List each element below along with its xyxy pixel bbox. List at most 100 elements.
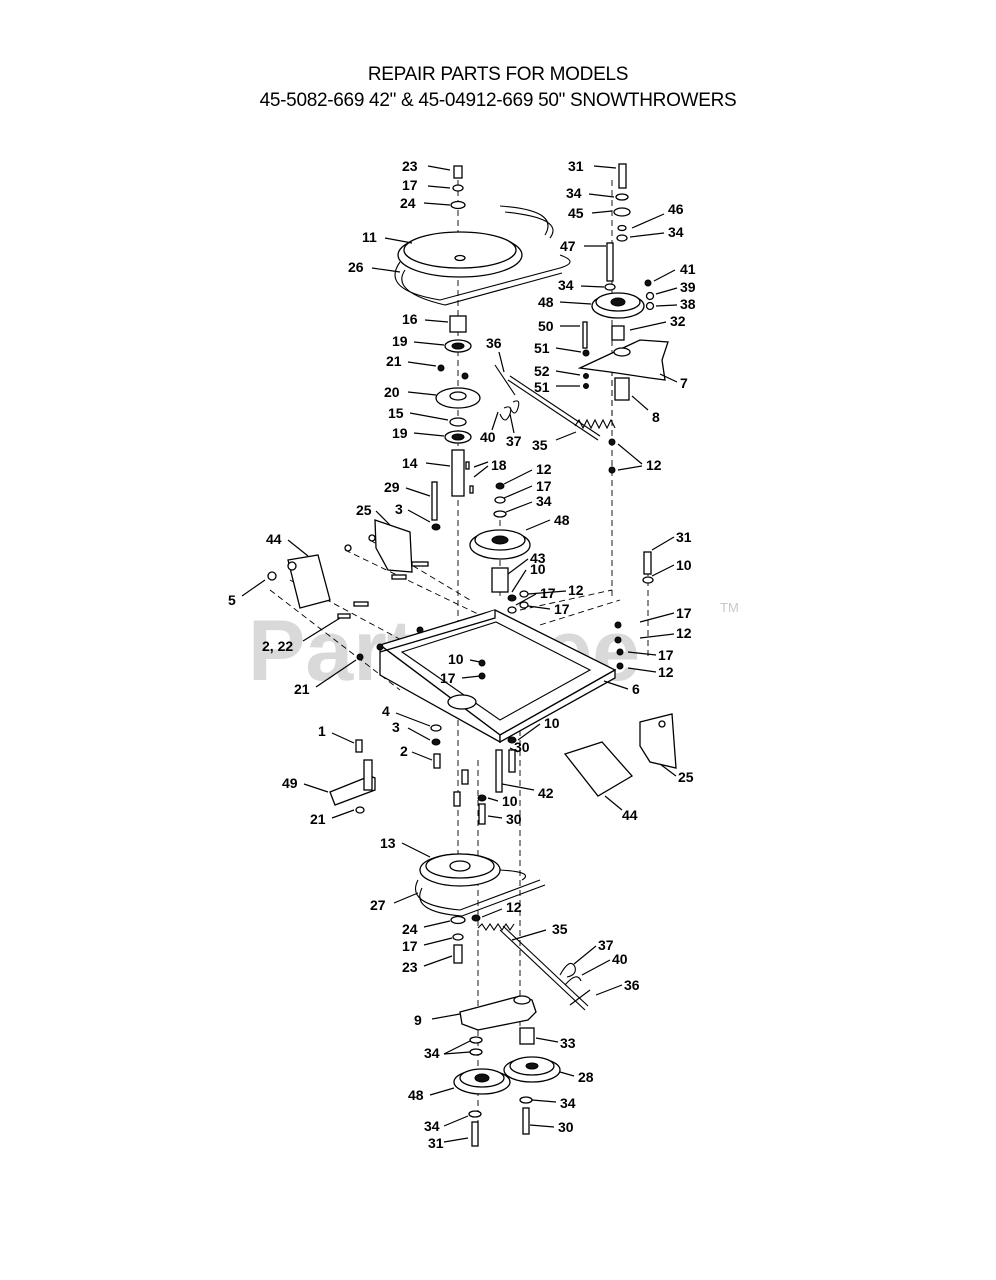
- callout-label: 31: [568, 158, 584, 174]
- center-idler: [469, 482, 531, 614]
- callout-label: 17: [676, 605, 692, 621]
- callout-label: 30: [506, 811, 522, 827]
- callout-label: 40: [480, 429, 496, 445]
- callout-label: 25: [678, 769, 694, 785]
- callout-label: 17: [536, 478, 552, 494]
- top-pulley-assembly: [394, 205, 571, 306]
- callout-label: 17: [658, 647, 674, 663]
- callout-label: 12: [568, 582, 584, 598]
- callout-label: 32: [670, 313, 686, 329]
- callout-label: 34: [566, 185, 582, 201]
- bottom-idler-bracket: [453, 995, 561, 1147]
- callout-label: 23: [402, 158, 418, 174]
- callout-label: 38: [680, 296, 696, 312]
- callout-label: 29: [384, 479, 400, 495]
- callout-label: 44: [266, 531, 282, 547]
- callout-label: 48: [538, 294, 554, 310]
- callout-label: 31: [428, 1135, 444, 1151]
- callout-label: 21: [386, 353, 402, 369]
- callout-label: 42: [538, 785, 554, 801]
- callout-label: 10: [676, 557, 692, 573]
- left-bracket-parts: [267, 481, 441, 661]
- callout-label: 34: [536, 493, 552, 509]
- callout-label: 12: [646, 457, 662, 473]
- callout-label: 19: [392, 425, 408, 441]
- callout-label: 36: [624, 977, 640, 993]
- callout-label: 12: [658, 664, 674, 680]
- callout-label: 10: [448, 651, 464, 667]
- callout-label: 24: [402, 921, 418, 937]
- callout-label: 41: [680, 261, 696, 277]
- callout-label: 30: [514, 739, 530, 755]
- callout-label: 16: [402, 311, 418, 327]
- callout-label: 17: [554, 601, 570, 617]
- callout-label: 15: [388, 405, 404, 421]
- callout-label: 21: [310, 811, 326, 827]
- callout-label: 34: [424, 1118, 440, 1134]
- callout-label: 17: [540, 585, 556, 601]
- callout-label: 37: [506, 433, 522, 449]
- callout-label: 20: [384, 384, 400, 400]
- callout-label: 7: [680, 375, 688, 391]
- callout-label: 17: [440, 670, 456, 686]
- callout-label: 17: [402, 177, 418, 193]
- callout-label: 36: [486, 335, 502, 351]
- callout-label: 45: [568, 205, 584, 221]
- callout-label: 3: [395, 501, 403, 517]
- callout-label: 46: [668, 201, 684, 217]
- callout-label: 33: [560, 1035, 576, 1051]
- callout-label: 50: [538, 318, 554, 334]
- callout-label: 39: [680, 279, 696, 295]
- leader-lines: [241, 165, 678, 1143]
- bottom-bolt-stack: [450, 914, 481, 964]
- callout-label: 51: [534, 379, 550, 395]
- callout-label: 18: [491, 457, 507, 473]
- callout-label: 12: [676, 625, 692, 641]
- lower-spring-rod: [477, 923, 591, 1011]
- callout-label: 12: [506, 899, 522, 915]
- callout-label: 43: [530, 550, 546, 566]
- right-idler-assembly: [577, 163, 669, 401]
- callout-label: 34: [668, 224, 684, 240]
- callout-label: 24: [400, 195, 416, 211]
- callout-label: 26: [348, 259, 364, 275]
- callout-label: 10: [530, 561, 546, 577]
- callout-label: 27: [370, 897, 386, 913]
- callout-label: 4: [382, 703, 390, 719]
- callout-label: 6: [632, 681, 640, 697]
- callout-label: 34: [560, 1095, 576, 1111]
- callout-label: 35: [552, 921, 568, 937]
- callout-labels: 23 17 24 11 26 16 19 21 20 15 19 14 18 2…: [228, 158, 696, 1151]
- callout-label: 14: [402, 455, 418, 471]
- callout-label: 34: [558, 277, 574, 293]
- callout-label: 44: [622, 807, 638, 823]
- upper-spring-rod: [494, 364, 616, 474]
- callout-label: 48: [554, 512, 570, 528]
- bottom-pulley-assembly: [415, 853, 546, 917]
- callout-label: 5: [228, 592, 236, 608]
- callout-label: 34: [424, 1045, 440, 1061]
- callout-label: 28: [578, 1069, 594, 1085]
- callout-label: 31: [676, 529, 692, 545]
- callout-label: 19: [392, 333, 408, 349]
- callout-label: 21: [294, 681, 310, 697]
- callout-label: 30: [558, 1119, 574, 1135]
- callout-label: 47: [560, 238, 576, 254]
- callout-label: 9: [414, 1012, 422, 1028]
- loose-plates: [563, 713, 677, 797]
- callout-label: 17: [402, 938, 418, 954]
- callout-label: 48: [408, 1087, 424, 1103]
- callout-label: 2, 22: [262, 638, 293, 654]
- callout-label: 52: [534, 363, 550, 379]
- main-frame: [376, 551, 654, 744]
- callout-label: 2: [400, 743, 408, 759]
- top-bolt-stack: [450, 165, 466, 210]
- callout-label: 11: [362, 229, 377, 245]
- callout-label: 40: [612, 951, 628, 967]
- lower-left-bracket: [329, 724, 517, 825]
- callout-label: 23: [402, 959, 418, 975]
- callout-label: 35: [532, 437, 548, 453]
- callout-label: 37: [598, 937, 614, 953]
- callout-label: 51: [534, 340, 550, 356]
